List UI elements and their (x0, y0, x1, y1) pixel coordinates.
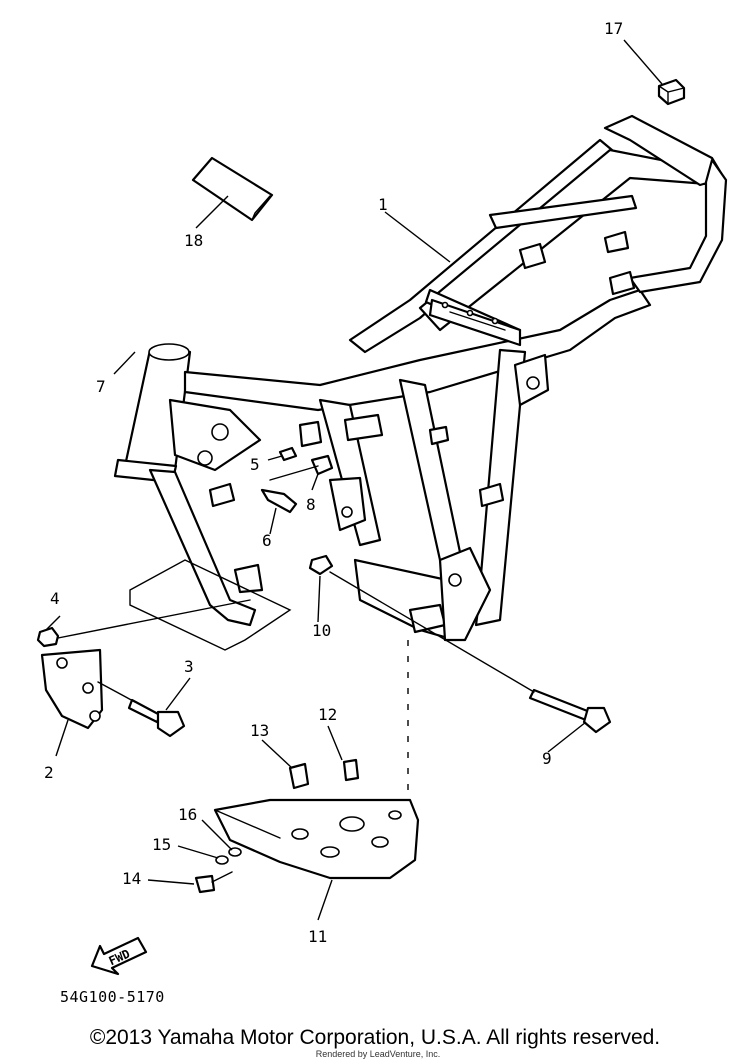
part-14-bolt (194, 871, 233, 894)
part-6-bolt (260, 488, 298, 514)
part-12-collar (342, 758, 360, 782)
part-2-bracket (40, 648, 104, 730)
part-11-skid-plate (213, 798, 420, 880)
callout-14: 14 (122, 869, 141, 888)
part-3-bolt (127, 698, 186, 738)
callout-1: 1 (378, 195, 388, 214)
callout-6: 6 (262, 531, 272, 550)
part-8-nut (310, 454, 334, 476)
leader-4-2 (57, 599, 251, 639)
callout-4: 4 (50, 589, 60, 608)
callout-16: 16 (178, 805, 197, 824)
fwd-arrow: FWD (90, 936, 148, 976)
callout-numbers: 17 18 1 7 5 8 6 4 10 3 2 9 12 13 16 15 1… (44, 19, 623, 946)
callout-9: 9 (542, 749, 552, 768)
leader-6 (269, 465, 319, 481)
frame-plate-outline (129, 559, 292, 651)
rendered-by-note: Rendered by LeadVenture, Inc. (315, 1049, 441, 1059)
part-18-plate (191, 156, 274, 222)
callout-12: 12 (318, 705, 337, 724)
part-15-washer (215, 855, 229, 865)
callout-8: 8 (306, 495, 316, 514)
part-13-collar (288, 762, 310, 790)
callout-17: 17 (604, 19, 623, 38)
part-1-frame (113, 114, 728, 642)
callout-13: 13 (250, 721, 269, 740)
copyright-notice: ©2013 Yamaha Motor Corporation, U.S.A. A… (89, 1026, 661, 1049)
diagram-code: 54G100-5170 (60, 988, 165, 1006)
callout-10: 10 (312, 621, 331, 640)
part-5-washer (278, 446, 298, 462)
callout-15: 15 (152, 835, 171, 854)
callout-leaders (45, 39, 663, 921)
callout-5: 5 (250, 455, 260, 474)
part-9-bolt (528, 688, 612, 734)
shaft-9 (329, 571, 535, 693)
part-17-cap (657, 78, 686, 106)
shaft-3 (97, 681, 136, 703)
callout-7: 7 (96, 377, 106, 396)
part-4-nut (36, 626, 60, 648)
callout-11: 11 (308, 927, 327, 946)
callout-3: 3 (184, 657, 194, 676)
part-10-nut (308, 554, 334, 576)
callout-18: 18 (184, 231, 203, 250)
callout-2: 2 (44, 763, 54, 782)
